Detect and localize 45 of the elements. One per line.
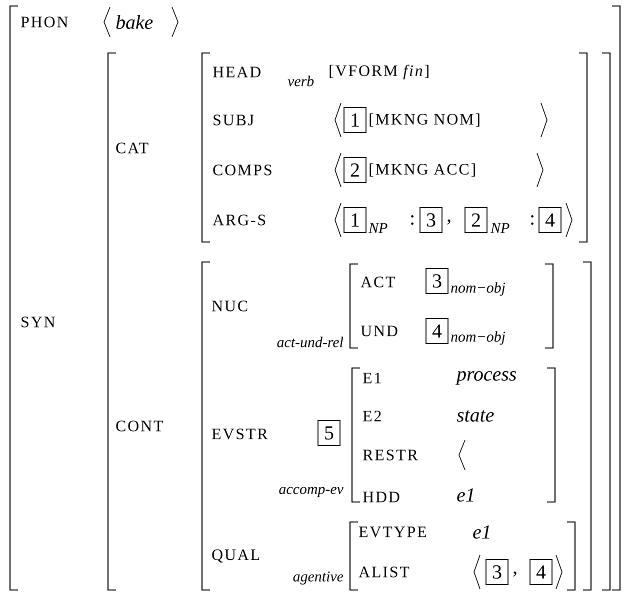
colon: : (531, 215, 534, 225)
phon-value: bake (116, 14, 153, 29)
feature-name: QUAL (212, 549, 260, 563)
feature-name: CONT (116, 420, 163, 432)
feature-name: HDD (363, 492, 400, 502)
feature-value: process (455, 371, 516, 385)
feature-value: e1 (457, 488, 474, 502)
tag-box: 3 (486, 559, 508, 585)
feature-name: EVTYPE (359, 526, 426, 538)
feature-name: NUC (212, 300, 248, 312)
feature-value: [VFORM fin] (330, 64, 428, 80)
feature-name: ACT (360, 276, 396, 288)
comma: , (513, 571, 516, 577)
tag-box: 1 (344, 107, 366, 133)
feature-value: e1 (473, 525, 490, 539)
feature-name: RESTR (363, 450, 418, 460)
tag-box: 5 (318, 420, 340, 446)
type-label: act-und-rel (277, 336, 344, 348)
feature-name: HEAD (213, 66, 260, 78)
feature-value: [MKNG NOM] (370, 113, 480, 127)
type-subscript: NP (490, 223, 510, 233)
type-subscript: NP (368, 223, 388, 233)
tag-box: 3 (420, 207, 442, 233)
feature-name: ARG-S (212, 214, 266, 226)
feature-name: SYN (22, 316, 55, 328)
feature-name: UND (360, 326, 398, 336)
feature-name: E1 (363, 372, 381, 384)
colon: : (411, 215, 414, 225)
tag-box: 4 (530, 559, 552, 585)
feature-name: ALIST (358, 566, 410, 578)
feature-name: CAT (116, 142, 148, 154)
feature-name: PHON (21, 16, 68, 28)
tag-box: 3 (426, 268, 448, 294)
tag-box: 2 (464, 207, 488, 233)
type-label: agentive (293, 571, 344, 585)
tag-box: 4 (426, 318, 448, 344)
feature-name: SUBJ (214, 114, 254, 126)
feature-name: COMPS (213, 164, 272, 176)
tag-box: 1 (344, 207, 366, 233)
feature-value: state (456, 410, 494, 422)
tag-box: 4 (538, 207, 562, 233)
comma: , (447, 219, 450, 225)
type-label: accomp-ev (279, 486, 344, 498)
tag-box: 2 (344, 157, 366, 183)
feature-name: E2 (363, 410, 381, 422)
